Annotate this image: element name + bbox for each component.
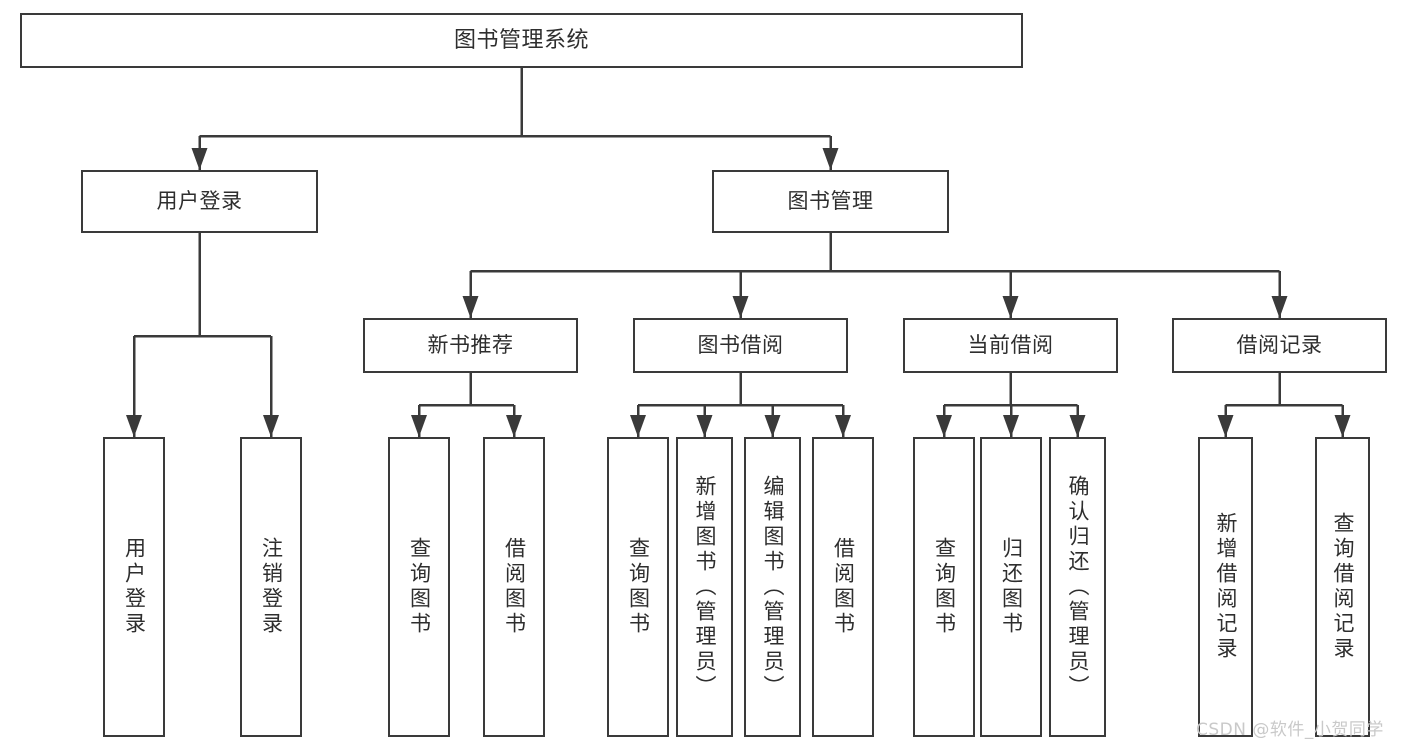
arrow-head [696, 415, 713, 437]
arrow-head [630, 415, 646, 437]
node-label: 用户登录 [156, 189, 243, 214]
node-l3-query-book-c: 查询图书 [913, 437, 975, 737]
arrow-head [822, 148, 839, 170]
node-l1-book-manage: 图书管理 [712, 170, 949, 233]
node-l3-add-book: 新增图书（管理员） [676, 437, 733, 737]
arrow-head [462, 296, 479, 318]
arrow-head [1334, 415, 1351, 437]
node-l3-logout: 注销登录 [240, 437, 302, 737]
node-label: 查询借阅记录 [1331, 512, 1355, 662]
node-l3-query-book-a: 查询图书 [388, 437, 450, 737]
node-label: 查询图书 [407, 537, 432, 637]
arrow-head [506, 415, 522, 437]
node-label: 图书管理 [787, 189, 874, 214]
node-label: 编辑图书（管理员） [761, 474, 785, 700]
node-label: 新增借阅记录 [1214, 512, 1238, 662]
node-l2-records: 借阅记录 [1172, 318, 1387, 373]
arrow-head [411, 415, 427, 437]
node-label: 借阅记录 [1236, 333, 1323, 358]
node-l3-return-book: 归还图书 [980, 437, 1042, 737]
node-l3-query-record: 查询借阅记录 [1315, 437, 1370, 737]
arrow-head [1069, 415, 1086, 437]
node-l2-borrow: 图书借阅 [633, 318, 848, 373]
node-l1-user-login: 用户登录 [81, 170, 318, 233]
node-label: 新增图书（管理员） [693, 474, 717, 700]
arrow-head [936, 415, 952, 437]
node-root: 图书管理系统 [20, 13, 1023, 68]
node-l3-confirm-return: 确认归还（管理员） [1049, 437, 1106, 737]
node-label: 查询图书 [932, 537, 957, 637]
arrow-head [732, 296, 749, 318]
node-label: 新书推荐 [427, 333, 514, 358]
node-l3-query-book-b: 查询图书 [607, 437, 669, 737]
node-l3-borrow-book-a: 借阅图书 [483, 437, 545, 737]
arrow-head [1217, 415, 1234, 437]
node-l3-add-record: 新增借阅记录 [1198, 437, 1253, 737]
node-label: 图书管理系统 [453, 27, 589, 53]
arrow-head [835, 415, 851, 437]
node-label: 查询图书 [626, 537, 651, 637]
node-label: 确认归还（管理员） [1066, 474, 1090, 700]
arrow-head [1002, 296, 1019, 318]
node-label: 注销登录 [259, 537, 284, 637]
node-label: 归还图书 [999, 537, 1024, 637]
arrow-head [1271, 296, 1288, 318]
node-label: 借阅图书 [831, 537, 856, 637]
node-label: 用户登录 [122, 537, 147, 637]
node-l3-user-login: 用户登录 [103, 437, 165, 737]
node-label: 图书借阅 [697, 333, 784, 358]
node-l2-current: 当前借阅 [903, 318, 1118, 373]
arrow-head [126, 415, 142, 437]
node-label: 当前借阅 [967, 333, 1054, 358]
arrow-head [1003, 415, 1019, 437]
node-l3-borrow-book-b: 借阅图书 [812, 437, 874, 737]
arrow-head [191, 148, 208, 170]
arrow-head [764, 415, 781, 437]
node-l3-edit-book: 编辑图书（管理员） [744, 437, 801, 737]
node-l2-new-book: 新书推荐 [363, 318, 578, 373]
arrow-head [263, 415, 279, 437]
node-label: 借阅图书 [502, 537, 527, 637]
